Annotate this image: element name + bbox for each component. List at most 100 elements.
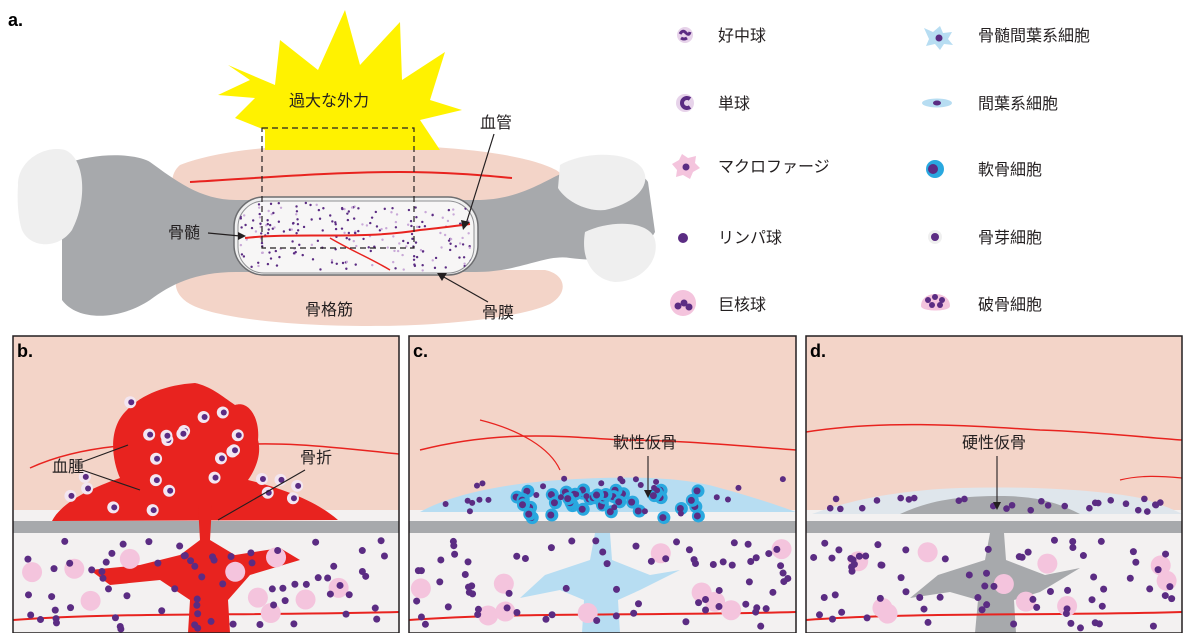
cell — [249, 559, 256, 566]
cell — [421, 264, 423, 266]
cell — [686, 546, 693, 553]
cell — [659, 514, 666, 521]
fracture-label: 骨折 — [300, 448, 332, 467]
cell — [461, 237, 463, 239]
cell — [111, 504, 117, 510]
cell — [315, 574, 322, 581]
cell — [355, 263, 357, 265]
cell — [342, 262, 344, 264]
cell — [180, 431, 186, 437]
cell — [219, 455, 225, 461]
cell — [273, 226, 275, 228]
cell — [1080, 552, 1087, 559]
cell — [1063, 610, 1070, 617]
cell — [424, 225, 426, 227]
cell — [252, 219, 254, 221]
svg-text:軟骨細胞: 軟骨細胞 — [978, 160, 1042, 179]
cell — [1045, 502, 1052, 509]
cell — [401, 254, 403, 256]
cell — [525, 511, 532, 518]
cell — [295, 232, 297, 234]
cell — [99, 575, 106, 582]
cell — [53, 619, 60, 626]
cell — [154, 560, 161, 567]
cell — [312, 539, 319, 546]
cell — [828, 555, 835, 562]
cell — [357, 230, 359, 232]
cell — [295, 483, 301, 489]
bone-marrow-label: 骨髄 — [168, 223, 200, 242]
cell — [898, 574, 905, 581]
cell — [604, 560, 611, 567]
cell — [810, 554, 817, 561]
cell — [247, 549, 254, 556]
cell — [463, 263, 465, 265]
cell — [270, 602, 277, 609]
cell — [407, 242, 409, 244]
cell — [164, 433, 170, 439]
cell — [937, 594, 944, 601]
cell — [298, 244, 300, 246]
cell — [37, 616, 44, 623]
cell — [458, 256, 460, 258]
cell — [120, 541, 127, 548]
cell — [1092, 619, 1099, 626]
cell — [81, 591, 101, 611]
cell — [343, 208, 345, 210]
cell — [105, 585, 112, 592]
cell — [688, 497, 695, 504]
cell — [966, 571, 973, 578]
cell — [346, 591, 353, 598]
cell — [463, 256, 465, 258]
panel-a-letter: a. — [8, 10, 23, 30]
cell — [1153, 502, 1160, 509]
svg-text:マクロファージ: マクロファージ — [718, 157, 830, 176]
cell — [395, 221, 397, 223]
cell — [551, 499, 558, 506]
legend-osteoblast: 骨芽細胞 — [928, 228, 1042, 247]
cell — [312, 258, 314, 260]
cell — [413, 255, 415, 257]
cell — [862, 553, 869, 560]
cell — [267, 232, 269, 234]
cell — [682, 618, 689, 625]
cell — [278, 256, 280, 258]
svg-text:間葉系細胞: 間葉系細胞 — [978, 94, 1058, 113]
cell — [329, 214, 331, 216]
cell — [635, 508, 642, 515]
cell — [421, 221, 423, 223]
legend: 好中球 単球 マクロファージ リンパ球 巨核球 骨髄間葉系細胞 — [670, 26, 1090, 316]
cell — [343, 611, 350, 618]
cell — [322, 229, 324, 231]
cell — [436, 578, 443, 585]
cell — [983, 570, 990, 577]
cell — [283, 230, 285, 232]
svg-text:破骨細胞: 破骨細胞 — [978, 295, 1042, 314]
cell — [769, 589, 776, 596]
cell — [244, 224, 246, 226]
cell — [331, 220, 333, 222]
cell — [1098, 538, 1105, 545]
cell — [240, 244, 242, 246]
cell — [447, 220, 449, 222]
svg-text:巨核球: 巨核球 — [718, 295, 766, 314]
cell — [474, 483, 480, 489]
cell — [418, 613, 425, 620]
cell — [194, 610, 201, 617]
cell — [1099, 603, 1106, 610]
cell — [448, 239, 450, 241]
cell — [630, 610, 637, 617]
cell — [391, 207, 393, 209]
cell — [272, 212, 274, 214]
cell — [291, 228, 293, 230]
cell — [469, 247, 471, 249]
legend-neutrophil: 好中球 — [677, 26, 766, 45]
cell — [1037, 554, 1057, 574]
cell — [372, 605, 379, 612]
cell — [309, 204, 311, 206]
cell — [108, 550, 115, 557]
cell — [920, 606, 927, 613]
cell — [449, 243, 451, 245]
cell — [450, 238, 452, 240]
cell — [961, 496, 968, 503]
